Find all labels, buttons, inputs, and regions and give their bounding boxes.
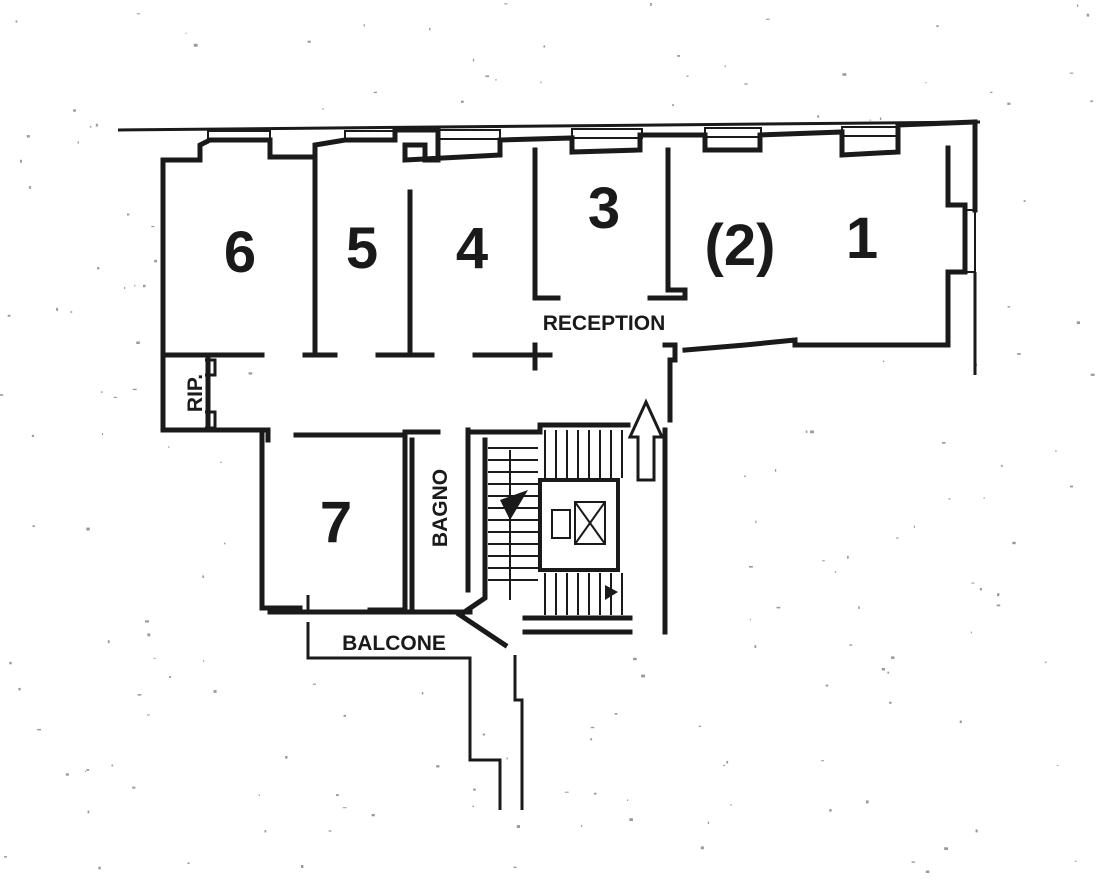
scan-noise (0, 3, 1095, 873)
reception-label: RECEPTION (543, 312, 666, 335)
room-4-label: 4 (456, 216, 488, 281)
room-1-label: 1 (846, 206, 878, 271)
bagno-label: BAGNO (429, 469, 452, 547)
rip-label: RIP. (184, 374, 207, 412)
entrance-arrow-icon (627, 398, 665, 482)
partitions (312, 147, 688, 635)
stair-direction-icon (500, 490, 528, 520)
stair-arrow-icon (605, 585, 618, 600)
elevator-icon (551, 501, 606, 545)
room-7-label: 7 (320, 490, 352, 555)
room-5-label: 5 (346, 216, 378, 281)
stairwell (455, 422, 633, 649)
room-6-label: 6 (224, 220, 256, 285)
balcone-label: BALCONE (342, 632, 446, 655)
facade-line (117, 120, 981, 132)
room-2-label: (2) (705, 213, 776, 278)
room-3-label: 3 (588, 176, 620, 241)
